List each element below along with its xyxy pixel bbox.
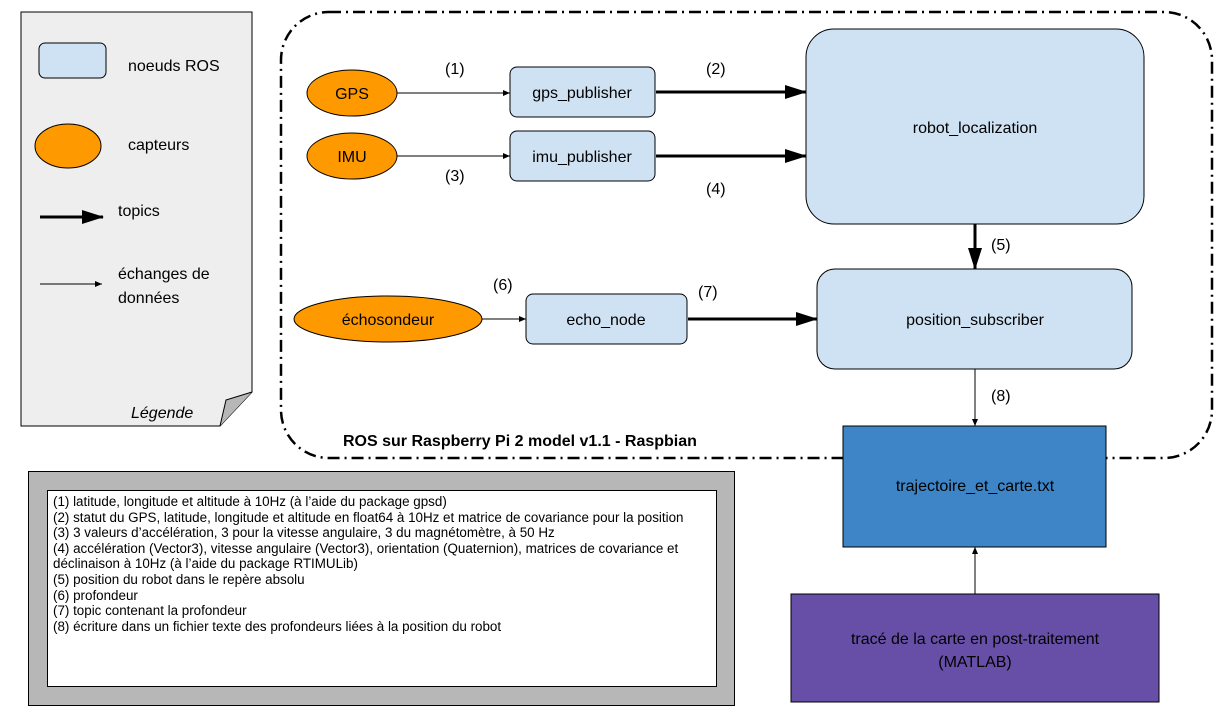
note-7: (7) topic contenant la profondeur <box>53 603 247 619</box>
legend-exchange-label-line2: données <box>118 290 179 307</box>
note-2: (2) statut du GPS, latitude, longitude e… <box>53 509 684 525</box>
sensor-imu <box>306 132 398 180</box>
note-8: (8) écriture dans un fichier texte des p… <box>53 618 502 634</box>
boundary-label: ROS sur Raspberry Pi 2 model v1.1 - Rasp… <box>343 433 697 450</box>
note-1: (1) latitude, longitude et altitude à 10… <box>53 494 447 509</box>
edge-label-6: (6) <box>493 277 513 294</box>
legend-sensor-label: capteurs <box>128 137 189 154</box>
node-gps-publisher <box>509 66 656 118</box>
legend-node-swatch <box>38 42 107 79</box>
output-matlab-label-line1: tracé de la carte en post-traitement <box>851 631 1100 648</box>
legend-page-fold <box>219 391 253 427</box>
output-matlab-label-line2: (MATLAB) <box>938 654 1011 671</box>
edge-label-8: (8) <box>991 388 1011 405</box>
legend: noeuds ROS capteurs topics échanges de d… <box>20 11 253 427</box>
edge-label-2: (2) <box>706 61 726 78</box>
note-4: (4) accélération (Vector3), vitesse angu… <box>53 540 679 572</box>
node-robot-localization-label: robot_localization <box>913 120 1038 137</box>
edge-label-3: (3) <box>445 168 465 185</box>
output-matlab <box>790 593 1160 703</box>
output-file-label: trajectoire_et_carte.txt <box>896 478 1055 495</box>
edge-label-4: (4) <box>706 181 726 198</box>
node-gps-publisher-label: gps_publisher <box>532 85 632 102</box>
note-5: (5) position du robot dans le repère abs… <box>53 571 305 587</box>
node-imu-publisher-label: imu_publisher <box>532 149 632 166</box>
sensor-gps <box>306 69 398 117</box>
edge-label-7: (7) <box>698 284 718 301</box>
sensor-echosondeur <box>293 295 483 343</box>
sensor-echosondeur-label: échosondeur <box>342 312 435 329</box>
notes-panel: (1) latitude, longitude et altitude à 10… <box>47 490 717 687</box>
node-position-subscriber-label: position_subscriber <box>906 312 1045 329</box>
note-3: (3) 3 valeurs d’accélération, 3 pour la … <box>53 525 555 541</box>
node-position-subscriber <box>816 268 1133 370</box>
sensor-imu-label: IMU <box>337 149 366 166</box>
note-6: (6) profondeur <box>53 587 138 603</box>
edge-label-1: (1) <box>445 61 465 78</box>
legend-topic-label: topics <box>118 203 160 220</box>
output-file <box>842 425 1107 548</box>
node-echo-node <box>525 293 688 345</box>
raspberry-pi-boundary <box>279 10 1214 460</box>
legend-exchange-label-line1: échanges de <box>118 266 210 283</box>
legend-node-label: noeuds ROS <box>128 58 220 75</box>
node-echo-node-label: echo_node <box>566 312 645 329</box>
sensor-gps-label: GPS <box>335 86 369 103</box>
legend-sensor-swatch <box>34 123 102 169</box>
edge-label-5: (5) <box>991 237 1011 254</box>
legend-caption: Légende <box>131 405 193 422</box>
node-imu-publisher <box>509 130 656 182</box>
node-robot-localization <box>805 28 1145 225</box>
